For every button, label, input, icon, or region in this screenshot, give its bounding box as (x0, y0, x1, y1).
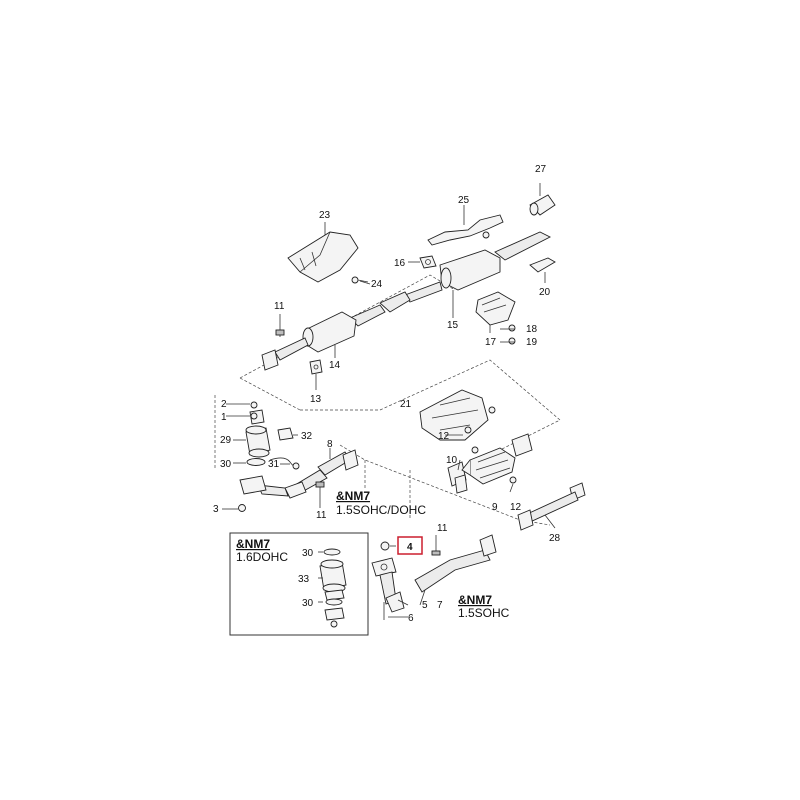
callout-25: 25 (458, 195, 470, 206)
gasket-4 (380, 541, 390, 551)
highlight-box (397, 536, 423, 555)
callout-11-top: 11 (274, 301, 285, 312)
callout-numbers: 27 25 23 16 24 20 11 15 18 17 19 14 13 2… (213, 164, 561, 624)
callout-9: 9 (492, 502, 498, 513)
callout-10: 10 (446, 455, 458, 466)
intermediate-pipe-14 (261, 291, 411, 371)
callout-5: 5 (422, 600, 428, 611)
bolt-11-upper (275, 314, 285, 337)
callout-15: 15 (447, 320, 459, 331)
callout-19: 19 (526, 337, 538, 348)
callout-14: 14 (329, 360, 341, 371)
callout-11-sohc: 11 (437, 523, 448, 534)
callout-6: 6 (408, 613, 414, 624)
callout-28: 28 (549, 533, 561, 544)
flange-3 (238, 475, 267, 512)
callout-7: 7 (437, 600, 443, 611)
leader-lines (222, 280, 556, 618)
variant-engine-1: 1.5SOHC/DOHC (336, 503, 426, 517)
gasket-30-main (246, 458, 266, 466)
bolt-11-front (315, 481, 325, 508)
callout-4: 4 (407, 542, 413, 553)
callout-24: 24 (371, 279, 383, 290)
callout-30-inset-bottom: 30 (302, 598, 314, 609)
rear-muffler-15 (404, 231, 551, 318)
callout-23: 23 (319, 210, 331, 221)
callout-30-main: 30 (220, 459, 232, 470)
clamp-32 (277, 427, 294, 441)
heat-shield-17 (475, 291, 516, 345)
callout-3: 3 (213, 504, 219, 515)
bolt-11-sohc (431, 535, 441, 556)
callout-20: 20 (539, 287, 551, 298)
callout-12-bottom: 12 (510, 502, 522, 513)
gaskets-10 (454, 474, 468, 494)
heat-shield-23 (287, 222, 369, 284)
callout-32: 32 (301, 431, 313, 442)
callout-33: 33 (298, 574, 310, 585)
hanger-13 (309, 359, 323, 390)
hanger-20 (529, 257, 556, 283)
inset-code: &NM7 (236, 537, 270, 551)
tailpipe-tip-27 (529, 183, 556, 216)
variant-code-2: &NM7 (458, 593, 492, 607)
o2-sensor-31 (269, 457, 300, 470)
front-pipe-7 (371, 534, 497, 613)
callout-17: 17 (485, 337, 497, 348)
pipe-28 (517, 482, 586, 531)
callout-4-highlighted: 4 (397, 536, 423, 555)
inset-engine: 1.6DOHC (236, 550, 288, 564)
callout-18: 18 (526, 324, 538, 335)
callout-30-inset-top: 30 (302, 548, 314, 559)
callout-2: 2 (221, 399, 227, 410)
callout-12-top: 12 (438, 431, 450, 442)
callout-21: 21 (400, 399, 412, 410)
catalytic-converter-9 (447, 433, 533, 487)
callout-29: 29 (220, 435, 232, 446)
callout-8: 8 (327, 439, 333, 450)
converter-29 (245, 401, 271, 458)
front-pipe-8 (257, 448, 359, 499)
callout-31: 31 (268, 459, 280, 470)
variant-code-1: &NM7 (336, 489, 370, 503)
heat-shield-25 (427, 205, 504, 246)
callout-11-front: 11 (316, 510, 327, 521)
inset-1-6dohc (229, 532, 369, 636)
heat-shield-21 (419, 389, 496, 441)
callout-16: 16 (394, 258, 406, 269)
variant-captions: &NM7 1.5SOHC/DOHC &NM7 1.5SOHC &NM7 1.6D… (236, 489, 510, 620)
callout-13: 13 (310, 394, 322, 405)
variant-engine-2: 1.5SOHC (458, 606, 510, 620)
hanger-16 (408, 255, 437, 269)
callout-27: 27 (535, 164, 547, 175)
callout-1: 1 (221, 412, 227, 423)
